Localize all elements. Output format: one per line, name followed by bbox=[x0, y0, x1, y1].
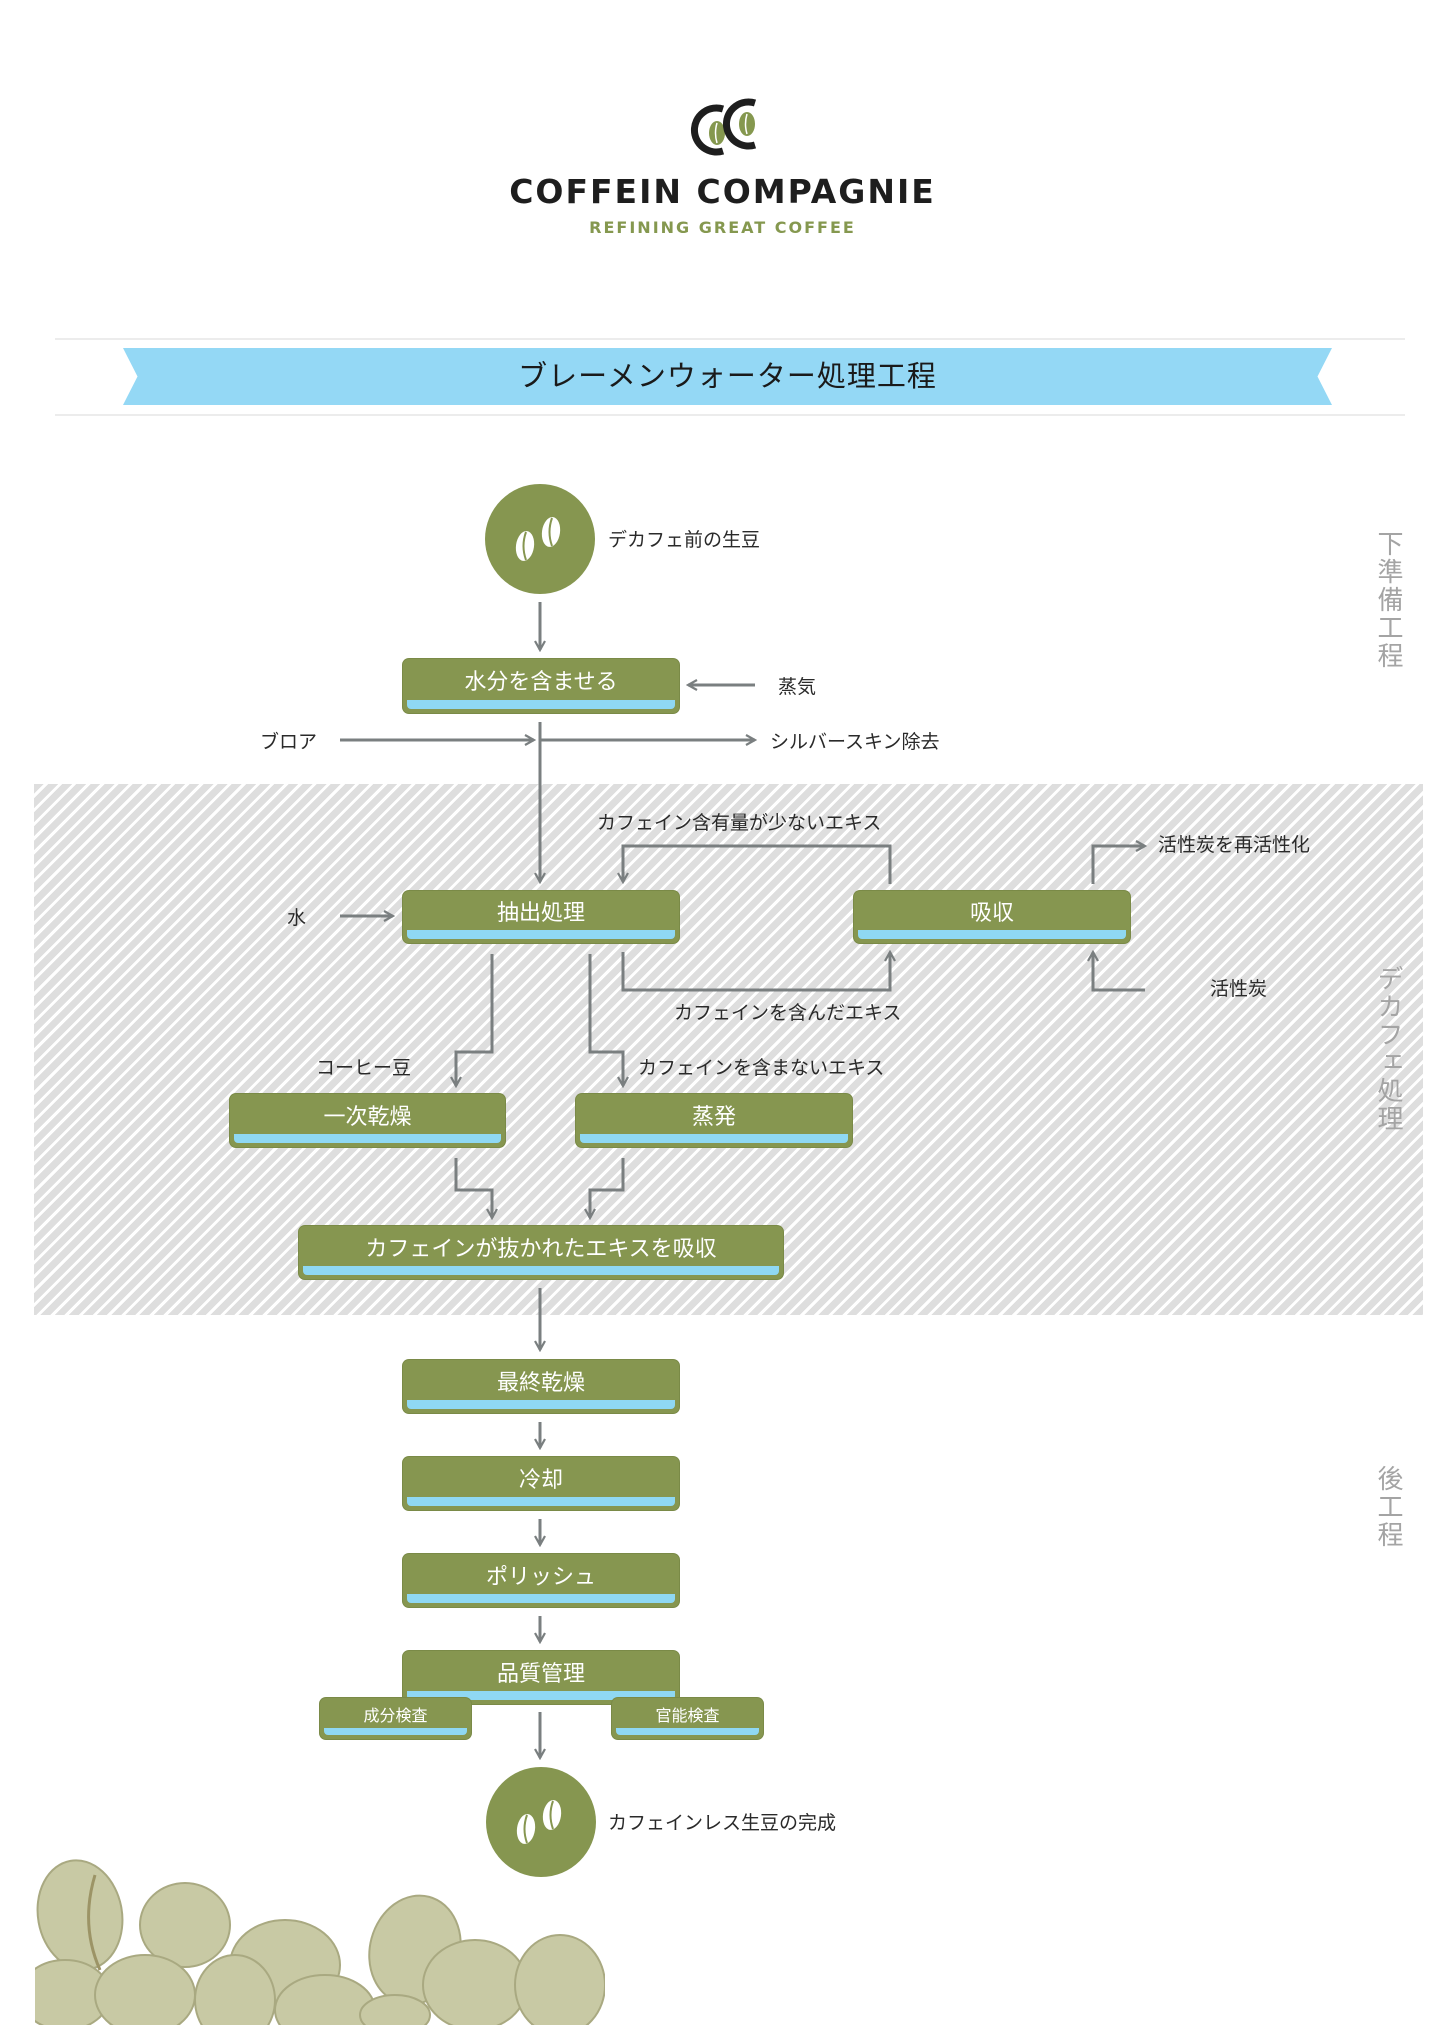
arrow-to-evaporate bbox=[588, 954, 623, 1086]
arrow-primary-dry-merge bbox=[454, 1158, 492, 1218]
step-final-dry: 最終乾燥 bbox=[403, 1360, 679, 1413]
step-bar bbox=[407, 1497, 675, 1506]
step-bar bbox=[407, 1691, 675, 1700]
step-bar bbox=[580, 1134, 848, 1143]
step-bar bbox=[407, 1594, 675, 1603]
step-sensory-test: 官能検査 bbox=[612, 1698, 763, 1739]
step-bar bbox=[407, 930, 675, 939]
label-caffeine-free-extract: カフェインを含まないエキス bbox=[638, 1057, 885, 1079]
step-label: カフェインが抜かれたエキスを吸収 bbox=[365, 1236, 717, 1262]
step-evaporate: 蒸発 bbox=[576, 1094, 852, 1147]
arrow-activated-carbon bbox=[1093, 952, 1145, 992]
step-label: 蒸発 bbox=[691, 1104, 736, 1130]
label-coffee-beans: コーヒー豆 bbox=[316, 1057, 412, 1079]
label-silverskin: シルバースキン除去 bbox=[770, 731, 940, 753]
arrow-low-caffeine-loop bbox=[623, 844, 892, 884]
end-label: カフェインレス生豆の完成 bbox=[608, 1812, 837, 1834]
step-primary-dry: 一次乾燥 bbox=[230, 1094, 505, 1147]
page-title: ブレーメンウォーター処理工程 bbox=[518, 359, 937, 393]
step-label: 最終乾燥 bbox=[496, 1370, 585, 1396]
step-label: 品質管理 bbox=[496, 1661, 585, 1687]
step-component-test: 成分検査 bbox=[320, 1698, 471, 1739]
label-low-caffeine-extract: カフェイン含有量が少ないエキス bbox=[597, 812, 882, 834]
label-water: 水 bbox=[287, 907, 307, 929]
banner-rule-bottom bbox=[55, 414, 1405, 416]
coffee-beans-icon bbox=[516, 1800, 562, 1844]
step-bar bbox=[858, 930, 1126, 939]
stage-label-post: 後工程 bbox=[1373, 1465, 1403, 1549]
step-bar bbox=[324, 1728, 467, 1735]
step-label: 官能検査 bbox=[655, 1706, 720, 1725]
step-label: 水分を含ませる bbox=[464, 670, 618, 695]
step-label: 抽出処理 bbox=[496, 901, 585, 926]
step-moisten: 水分を含ませる bbox=[403, 659, 679, 713]
step-bar bbox=[407, 1400, 675, 1409]
step-absorb-decaf-extract: カフェインが抜かれたエキスを吸収 bbox=[299, 1226, 783, 1279]
step-label: ポリッシュ bbox=[485, 1564, 596, 1590]
end-beans-circle bbox=[486, 1767, 596, 1877]
step-label: 冷却 bbox=[518, 1467, 563, 1493]
step-label: 成分検査 bbox=[363, 1706, 428, 1725]
step-label: 一次乾燥 bbox=[323, 1104, 412, 1130]
step-label: 吸収 bbox=[969, 901, 1014, 926]
coffee-beans-icon bbox=[515, 517, 561, 561]
step-extract: 抽出処理 bbox=[403, 891, 679, 943]
banner-rule-top bbox=[55, 338, 1405, 340]
step-bar bbox=[616, 1728, 759, 1735]
label-blower: ブロア bbox=[260, 731, 318, 753]
stage-label-decaf: デカフェ処理 bbox=[1373, 965, 1403, 1133]
start-beans-circle bbox=[485, 484, 595, 594]
label-reactivate-carbon: 活性炭を再活性化 bbox=[1158, 834, 1311, 856]
arrow-reactivate bbox=[1091, 846, 1145, 884]
label-caffeine-extract: カフェインを含んだエキス bbox=[674, 1002, 902, 1024]
step-polish: ポリッシュ bbox=[403, 1554, 679, 1607]
start-label: デカフェ前の生豆 bbox=[608, 529, 761, 551]
step-bar bbox=[303, 1266, 779, 1275]
step-cool: 冷却 bbox=[403, 1457, 679, 1510]
brand-name: COFFEIN COMPAGNIE bbox=[509, 172, 936, 211]
logo-icon bbox=[690, 98, 757, 156]
title-banner bbox=[123, 348, 1332, 405]
step-bar bbox=[234, 1134, 501, 1143]
brand-tagline: REFINING GREAT COFFEE bbox=[589, 218, 856, 237]
arrow-evaporate-merge bbox=[590, 1158, 625, 1218]
green-coffee-beans-photo bbox=[35, 1859, 605, 2025]
label-activated-carbon: 活性炭 bbox=[1210, 978, 1268, 1000]
step-bar bbox=[407, 700, 675, 709]
arrow-to-primary-dry bbox=[456, 954, 494, 1086]
step-quality: 品質管理 bbox=[403, 1651, 679, 1704]
arrow-caffeine-extract bbox=[621, 952, 890, 992]
stage-label-pre: 下準備工程 bbox=[1373, 530, 1403, 670]
step-absorb: 吸収 bbox=[854, 891, 1130, 943]
label-steam: 蒸気 bbox=[778, 676, 817, 698]
